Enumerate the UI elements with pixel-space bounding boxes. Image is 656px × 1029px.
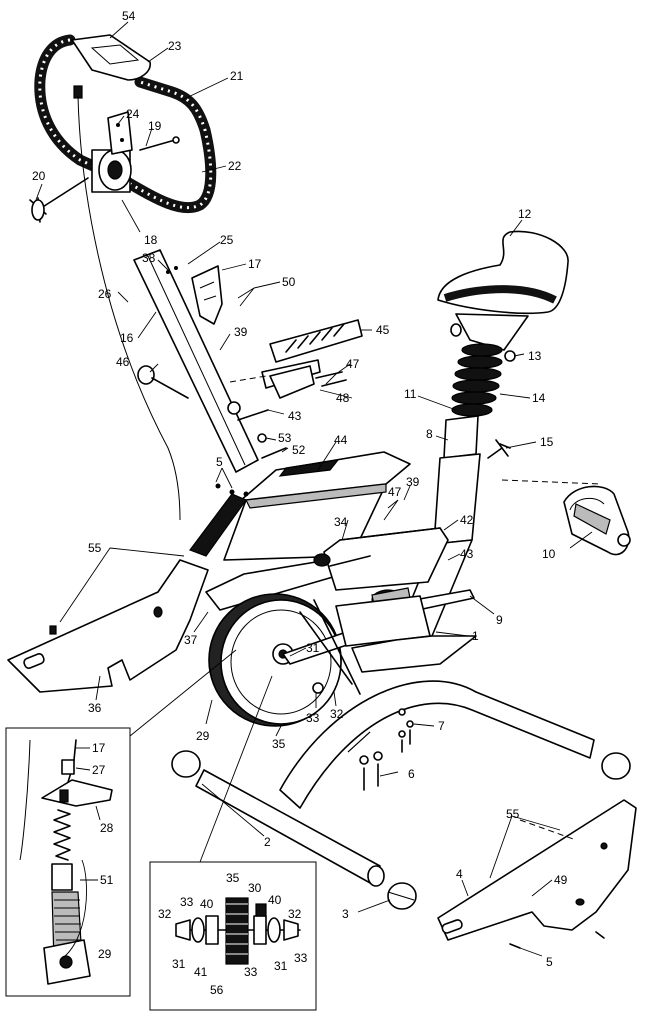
callout-37: 37 [184,633,198,647]
callout-18: 18 [144,233,158,247]
hub-label-31-left: 31 [172,957,186,971]
handlebar-assembly [29,34,217,223]
callout-6: 6 [408,767,415,781]
callout-4: 4 [456,867,463,881]
hub-label-33-top: 33 [180,895,194,909]
callout-15: 15 [540,435,554,449]
callout-16: 16 [120,331,134,345]
inset-hub-detail [149,861,317,1011]
base-frame [171,635,631,910]
callout-11: 11 [404,387,417,401]
hub-label-56: 56 [210,983,224,997]
callout-5: 5 [216,455,223,469]
inset-label-51: 51 [100,873,114,887]
callout-50: 50 [282,275,296,289]
hub-label-33-right: 33 [294,951,308,965]
callout-49: 49 [554,873,568,887]
hub-label-32-left: 32 [158,907,172,921]
callout-1: 1 [472,629,479,643]
callout-26: 26 [98,287,112,301]
pedal [563,485,631,556]
callout-14: 14 [532,391,546,405]
callout-12: 12 [518,207,532,221]
side-cover-right [437,799,637,949]
callout-29: 29 [196,729,210,743]
callout-24: 24 [126,107,140,121]
hub-label-40-left: 40 [200,897,214,911]
callout-32: 32 [330,707,344,721]
callout-9: 9 [496,613,503,627]
callout-3: 3 [342,907,349,921]
callout-2: 2 [264,835,271,849]
callout-20: 20 [32,169,46,183]
hub-label-33-bottom: 33 [244,965,258,979]
hub-inset-frame [149,861,317,1011]
callout-54: 54 [122,9,136,23]
callout-17: 17 [248,257,262,271]
callout-39: 39 [234,325,248,339]
callout-43-lower: 43 [460,547,474,561]
callout-34: 34 [334,515,348,529]
tension-bracket [229,319,363,399]
pulse-wire [77,95,181,521]
callout-55: 55 [88,541,102,555]
inset-frame [5,727,131,997]
callout-36: 36 [88,701,102,715]
callout-25: 25 [220,233,234,247]
inset-label-29: 29 [98,947,112,961]
inset-label-28: 28 [100,821,114,835]
tension-spring [53,809,71,861]
inset-label-17: 17 [92,741,106,755]
callout-39-lower: 39 [406,475,420,489]
callout-19: 19 [148,119,162,133]
callout-31: 31 [306,641,320,655]
pulse-sensor [71,34,151,81]
handlebar-grip [34,34,217,214]
callout-48: 48 [336,391,350,405]
part-callouts: 54 23 21 24 19 22 20 18 25 38 17 50 26 1… [32,9,568,969]
bracket [107,111,133,155]
hub-label-40-right: 40 [268,893,282,907]
frame-shroud [189,451,411,611]
side-cover-left [7,559,209,693]
callout-45: 45 [376,323,390,337]
inset-label-27: 27 [92,763,106,777]
callout-7: 7 [438,719,445,733]
inset-hub-labels: 35 30 33 40 40 32 32 31 41 56 33 31 33 [158,871,308,997]
inset-cable-labels: 17 27 28 51 29 [92,741,114,961]
callout-52: 52 [292,443,306,457]
hub-label-35: 35 [226,871,240,885]
callout-47-lower: 47 [388,485,402,499]
drive-housing [299,527,475,695]
callout-10: 10 [542,547,556,561]
callout-33: 33 [306,711,320,725]
callout-47: 47 [346,357,360,371]
hub-label-32-right: 32 [288,907,302,921]
hub-label-31-right: 31 [274,959,288,973]
callout-53: 53 [278,431,292,445]
handlebar-post [133,249,287,473]
callout-23: 23 [168,39,182,53]
callout-8: 8 [426,427,433,441]
callout-5-lower: 5 [546,955,553,969]
callout-42: 42 [460,513,474,527]
hub-label-41: 41 [194,965,208,979]
callout-21: 21 [230,69,244,83]
flywheel [208,593,363,727]
callout-43: 43 [288,409,302,423]
callout-38: 38 [142,251,156,265]
callout-46: 46 [116,355,130,369]
spring-bellows [451,343,503,417]
callout-55-right: 55 [506,807,520,821]
inset-cable-spring [5,727,131,997]
callout-44: 44 [334,433,348,447]
hub-label-30: 30 [248,881,262,895]
callout-22: 22 [228,159,242,173]
callout-35: 35 [272,737,286,751]
hardware-bolts [359,708,414,791]
leader-lines [35,21,593,957]
callout-13: 13 [528,349,542,363]
